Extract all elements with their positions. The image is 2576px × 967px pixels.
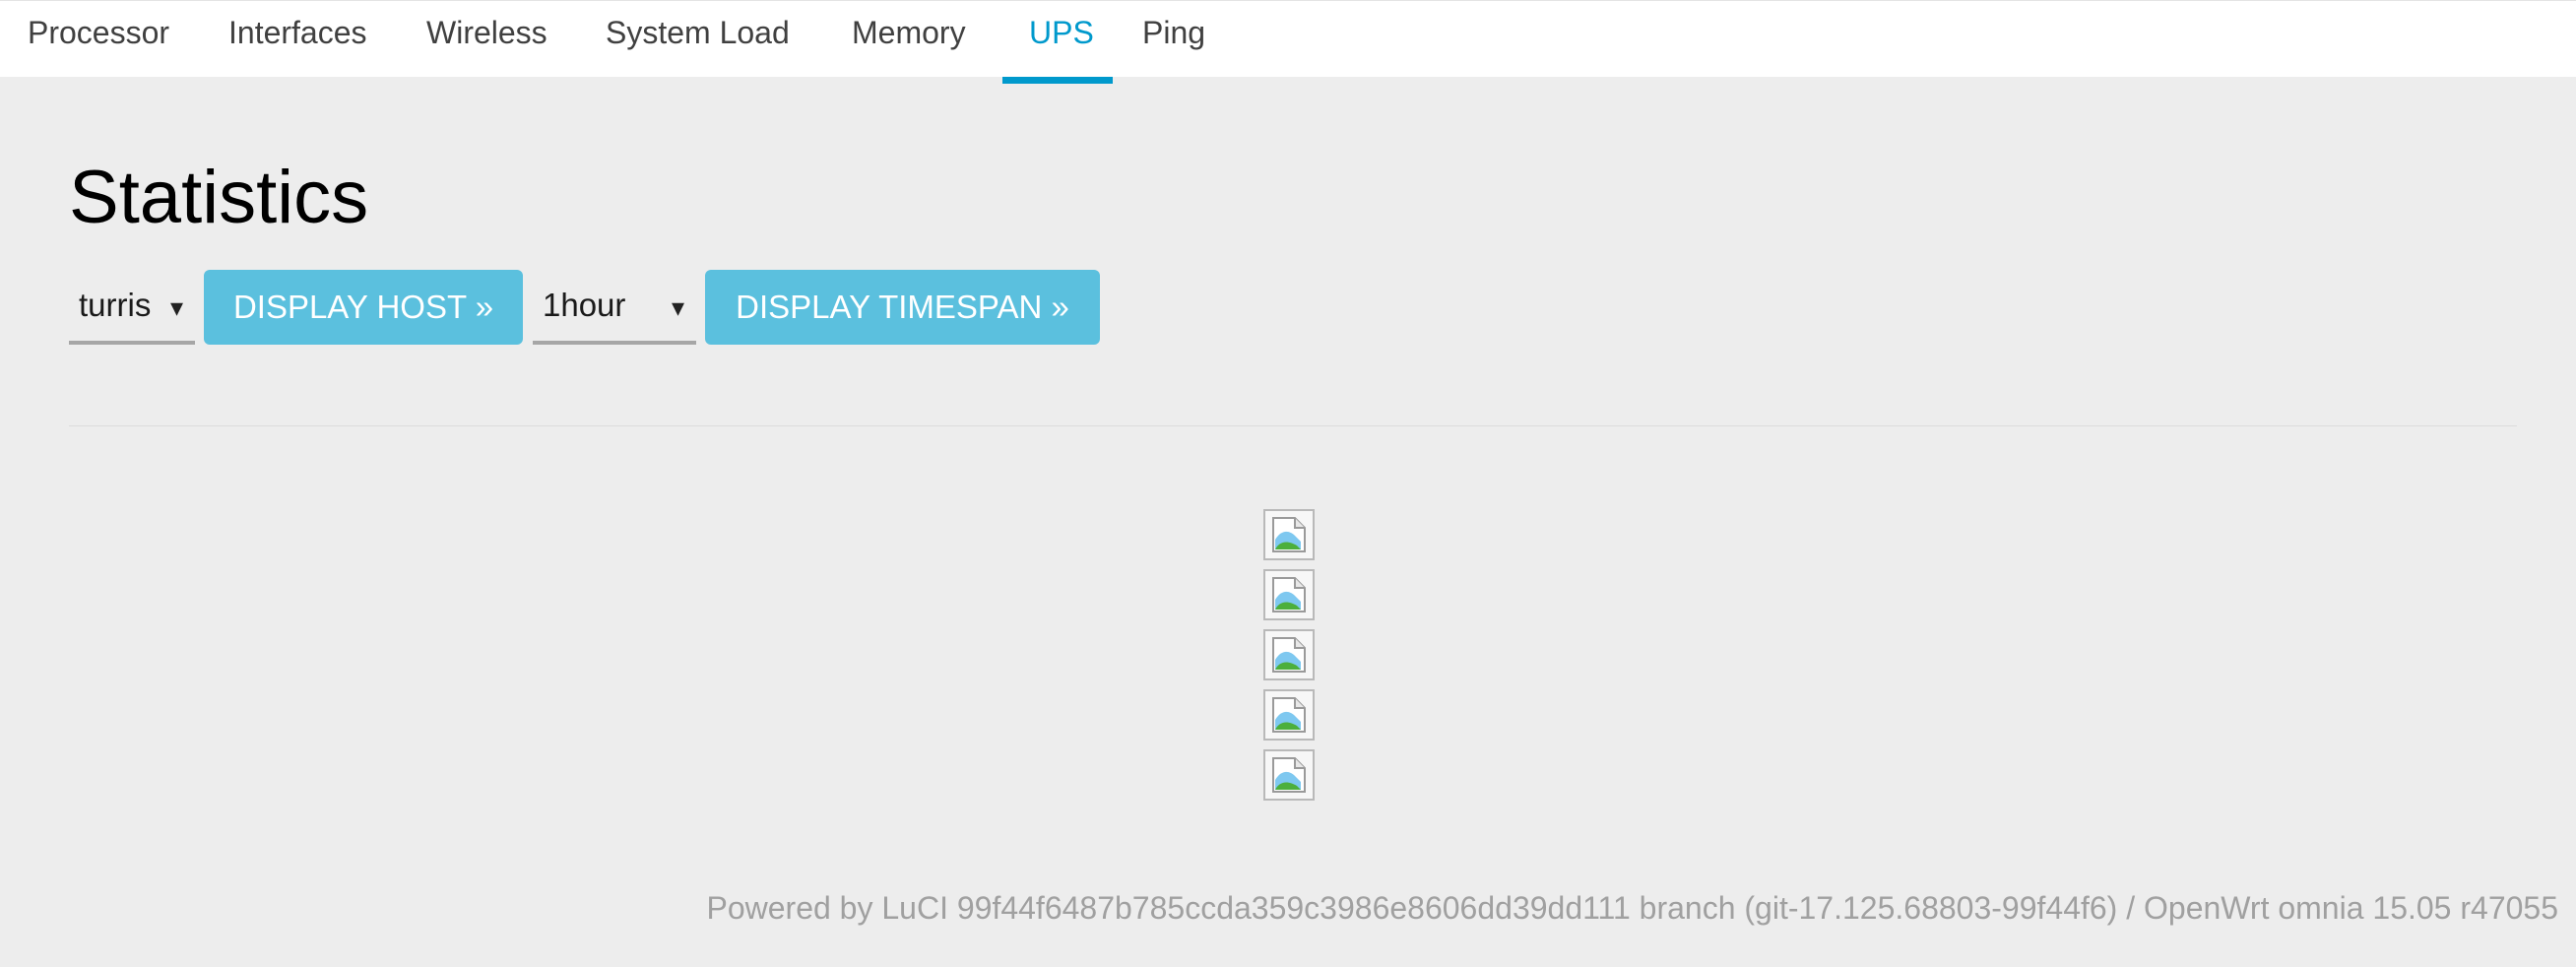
page-title: Statistics bbox=[69, 156, 369, 239]
tab-memory[interactable]: Memory bbox=[852, 15, 966, 50]
timespan-select[interactable]: 1hour ▾ bbox=[533, 270, 696, 345]
tab-system-load[interactable]: System Load bbox=[606, 15, 790, 50]
footer-powered-by: Powered by LuCI 99f44f6487b785ccda359c39… bbox=[706, 890, 2558, 926]
broken-image-icon bbox=[1263, 569, 1315, 620]
tab-interfaces[interactable]: Interfaces bbox=[228, 15, 367, 50]
host-select[interactable]: turris ▾ bbox=[69, 270, 195, 345]
section-divider bbox=[69, 425, 2517, 426]
display-timespan-button[interactable]: DISPLAY TIMESPAN » bbox=[705, 270, 1100, 345]
display-host-button[interactable]: DISPLAY HOST » bbox=[204, 270, 523, 345]
chevron-down-icon: ▾ bbox=[671, 292, 684, 322]
broken-image-icon bbox=[1263, 689, 1315, 741]
host-select-value: turris bbox=[79, 287, 152, 323]
statistics-tab-bar: Processor Interfaces Wireless System Loa… bbox=[0, 0, 2576, 84]
broken-image-icon bbox=[1263, 509, 1315, 560]
timespan-select-value: 1hour bbox=[543, 287, 626, 323]
graph-list bbox=[1263, 509, 1315, 809]
tab-ups[interactable]: UPS bbox=[1002, 1, 1113, 84]
broken-image-icon bbox=[1263, 749, 1315, 801]
chevron-down-icon: ▾ bbox=[169, 292, 183, 322]
tab-wireless[interactable]: Wireless bbox=[426, 15, 547, 50]
broken-image-icon bbox=[1263, 629, 1315, 680]
tab-processor[interactable]: Processor bbox=[28, 15, 170, 50]
tab-ping[interactable]: Ping bbox=[1142, 15, 1206, 50]
